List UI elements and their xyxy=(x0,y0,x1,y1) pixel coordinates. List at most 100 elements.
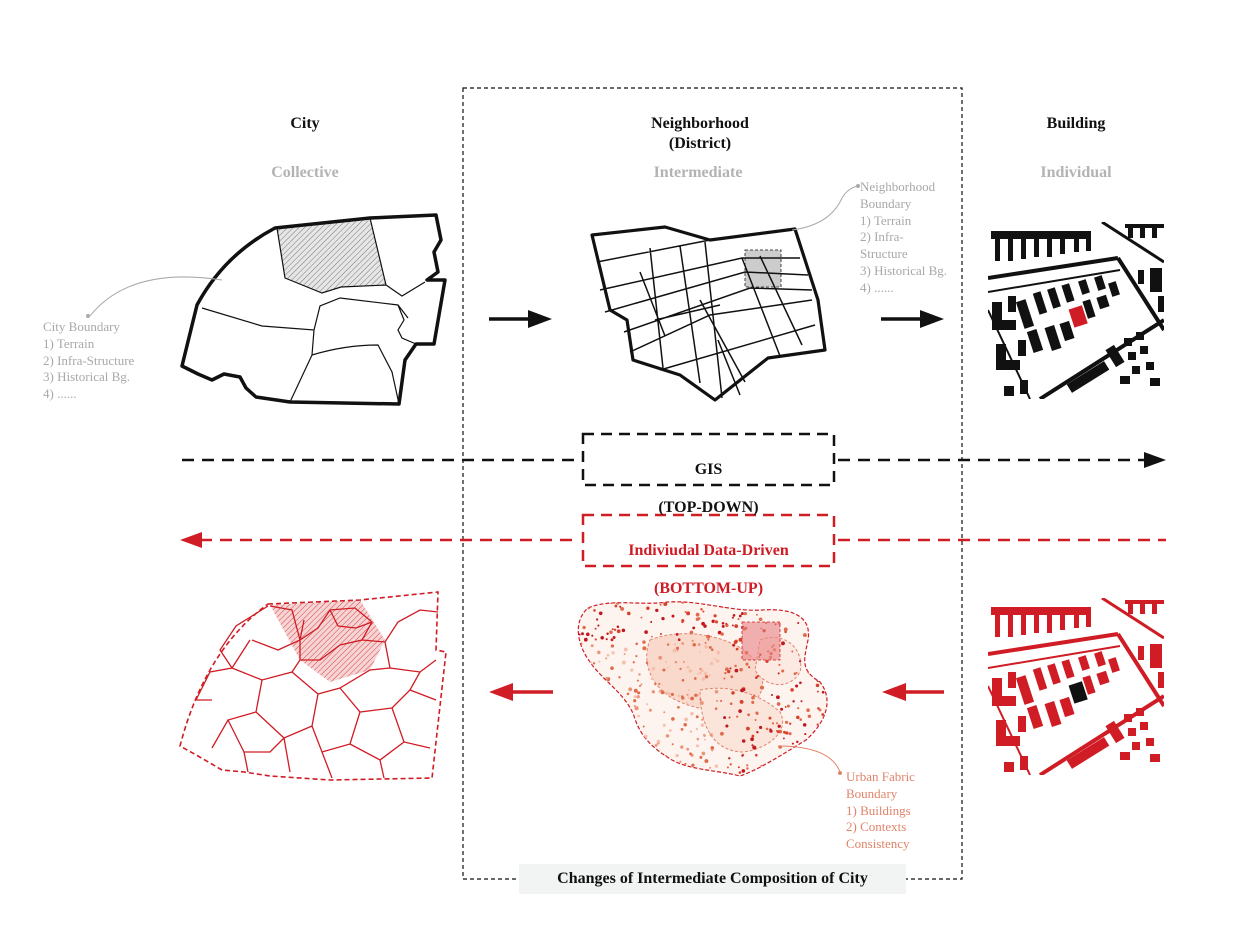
scatter-dot xyxy=(642,725,645,728)
scatter-dot xyxy=(686,665,690,669)
intermediate-frame xyxy=(462,87,963,880)
scatter-dot xyxy=(729,667,732,670)
scatter-dot xyxy=(593,609,596,612)
scatter-dot xyxy=(660,690,665,695)
building-highlight xyxy=(1068,305,1088,328)
scatter-dot xyxy=(813,655,816,659)
scatter-dot xyxy=(628,687,633,692)
scatter-dot xyxy=(714,690,719,694)
scatter-dot xyxy=(618,740,623,744)
scatter-dot xyxy=(616,629,621,634)
scatter-dot xyxy=(589,661,592,664)
scatter-dot xyxy=(626,611,631,616)
scatter-dot xyxy=(822,681,825,684)
scatter-dot xyxy=(731,616,734,619)
scatter-dot xyxy=(791,742,794,745)
scatter-dot xyxy=(675,633,679,636)
scatter-dot xyxy=(689,630,694,635)
scatter-dot xyxy=(663,711,666,714)
column-title-building: Building xyxy=(1046,115,1106,132)
scatter-dot xyxy=(703,738,707,741)
scatter-dot xyxy=(598,611,603,616)
scatter-dot xyxy=(803,753,807,757)
scatter-dot xyxy=(681,642,685,645)
scatter-dot xyxy=(618,676,621,679)
scatter-dot xyxy=(755,711,759,715)
leader-neighborhood-boundary xyxy=(791,185,859,231)
scatter-dot xyxy=(776,768,781,773)
top-down-line2: (TOP-DOWN) xyxy=(658,499,759,516)
scatter-dot xyxy=(734,668,739,673)
scatter-dot xyxy=(681,678,685,682)
scatter-dot xyxy=(782,759,785,762)
scatter-dot xyxy=(738,637,743,642)
scatter-dot xyxy=(579,755,583,759)
city-internal-borders xyxy=(201,217,426,405)
scatter-dot xyxy=(662,668,666,672)
scatter-dot xyxy=(697,643,701,646)
scatter-dot xyxy=(745,726,750,731)
scatter-dot xyxy=(672,648,677,653)
scatter-dot xyxy=(818,626,822,630)
scatter-dot xyxy=(797,621,800,625)
scatter-dot xyxy=(652,760,656,764)
scatter-dot xyxy=(619,605,622,608)
scatter-dot xyxy=(707,638,710,641)
note-city-boundary: City Boundary 1) Terrain 2) Infra-Struct… xyxy=(43,319,135,402)
scatter-dot xyxy=(703,734,706,738)
scatter-dot xyxy=(633,695,637,699)
scatter-dot xyxy=(751,744,754,747)
scatter-dot xyxy=(641,756,645,760)
bottom-up-label: Indiviudal Data-Driven (BOTTOM-UP) xyxy=(584,522,833,617)
column-level-intermediate: Intermediate xyxy=(653,164,743,181)
column-level-individual: Individual xyxy=(1040,164,1112,181)
scatter-dot xyxy=(730,675,734,679)
scatter-dot xyxy=(701,677,706,681)
scatter-dot xyxy=(651,777,653,779)
scatter-dot xyxy=(723,716,727,720)
scatter-dot xyxy=(690,770,695,774)
scatter-dot xyxy=(740,612,744,616)
scatter-dot xyxy=(738,709,742,713)
scatter-dot xyxy=(628,724,631,728)
leader-city-boundary xyxy=(89,276,223,317)
red-city-map xyxy=(179,591,447,781)
scatter-dot xyxy=(578,688,581,692)
scatter-dot xyxy=(675,646,680,650)
scatter-dot xyxy=(636,695,640,699)
scatter-dot xyxy=(623,653,626,656)
scatter-dot xyxy=(746,764,749,767)
scatter-dot xyxy=(755,753,758,757)
scatter-dot xyxy=(675,753,679,758)
scatter-dot xyxy=(725,667,729,672)
scatter-dot xyxy=(732,643,735,647)
scatter-dot xyxy=(586,738,591,743)
scatter-dot xyxy=(814,733,817,736)
city-highlight-district xyxy=(277,220,386,293)
scatter-dot xyxy=(605,657,608,660)
scatter-dot xyxy=(640,616,643,619)
scatter-dot xyxy=(583,698,587,702)
scatter-dot xyxy=(607,685,611,689)
scatter-dot xyxy=(614,755,617,758)
scatter-dot xyxy=(815,656,819,660)
scatter-dot xyxy=(816,690,819,693)
scatter-dot xyxy=(752,745,757,750)
scatter-dot xyxy=(793,755,797,759)
scatter-dot xyxy=(822,657,827,662)
scatter-dot xyxy=(820,649,823,652)
scatter-dot xyxy=(578,701,582,705)
scatter-dot xyxy=(606,653,610,657)
scatter-dot xyxy=(639,685,641,687)
scatter-dot xyxy=(717,630,722,635)
column-title-city: City xyxy=(290,115,320,132)
scatter-dot xyxy=(798,767,802,771)
scatter-dot xyxy=(724,671,727,675)
scatter-dot xyxy=(796,715,800,720)
scatter-dot xyxy=(669,729,672,732)
scatter-dot xyxy=(711,619,715,623)
scatter-dot xyxy=(821,773,824,776)
scatter-dot xyxy=(622,715,626,719)
scatter-dot xyxy=(700,669,704,673)
scatter-dot xyxy=(798,660,802,663)
